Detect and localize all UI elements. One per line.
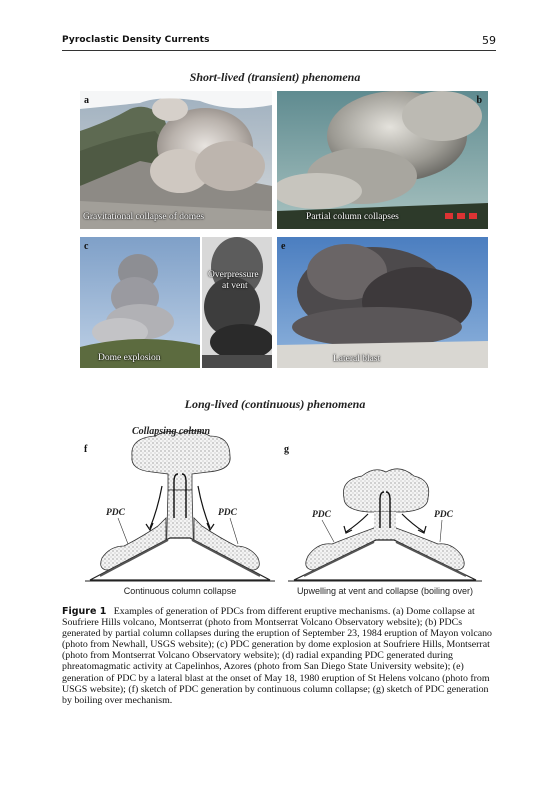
panel-g-pdc-left: PDC (312, 510, 331, 520)
panel-c-label: Dome explosion (98, 353, 161, 363)
panel-e-label: Lateral blast (333, 354, 381, 364)
running-head: Pyroclastic Density Currents 59 (62, 34, 496, 49)
panel-g-pdc-right: PDC (434, 510, 453, 520)
panel-letter-c: c (84, 241, 89, 252)
header-rule (62, 50, 496, 51)
panel-d-label-line2: at vent (222, 281, 248, 291)
figure-heading-continuous: Long-lived (continuous) phenomena (184, 397, 366, 411)
photo-panel-d: d Overpressure at vent (202, 237, 272, 368)
column-collapse-photo (277, 91, 488, 229)
photo-panel-a: a Gravitational collapse of domes (80, 91, 272, 229)
dome-collapse-photo (80, 91, 272, 229)
panel-d-label-line1: Overpressure (208, 270, 259, 280)
panel-letter-b: b (476, 95, 482, 106)
photo-panel-c: c Dome explosion (80, 237, 200, 368)
page-number: 59 (482, 34, 496, 47)
running-head-title: Pyroclastic Density Currents (62, 35, 210, 45)
figure-caption: Figure 1 Examples of generation of PDCs … (62, 606, 496, 706)
panel-letter-f: f (84, 444, 88, 455)
figure-label: Figure 1 (62, 606, 107, 617)
panel-a-label: Gravitational collapse of domes (83, 212, 205, 222)
sketch-panel-f: f Collapsing column PDC PDC (80, 418, 280, 583)
dome-explosion-photo (80, 237, 200, 368)
panel-letter-g: g (284, 444, 289, 455)
photo-panel-b: b Partial column collapses (277, 91, 488, 229)
boiling-over-sketch (288, 468, 482, 582)
photo-panel-e: e Lateral blast (277, 237, 488, 368)
sketch-panel-g: g PDC PDC (282, 418, 488, 583)
sketch-caption-f: Continuous column collapse (123, 586, 237, 596)
panel-letter-e: e (281, 241, 286, 252)
figure-heading-transient: Short-lived (transient) phenomena (189, 70, 361, 84)
panel-f-pdc-left: PDC (106, 508, 125, 518)
panel-letter-a: a (84, 95, 89, 106)
panel-f-pdc-right: PDC (218, 508, 237, 518)
figure-caption-text: Examples of generation of PDCs from diff… (62, 606, 492, 706)
column-collapse-sketch (85, 430, 275, 582)
lateral-blast-photo (277, 237, 488, 368)
overpressure-photo (202, 237, 272, 368)
sketch-caption-g: Upwelling at vent and collapse (boiling … (296, 586, 474, 596)
panel-b-label: Partial column collapses (306, 212, 399, 222)
collapsing-column-label: Collapsing column (132, 426, 211, 437)
